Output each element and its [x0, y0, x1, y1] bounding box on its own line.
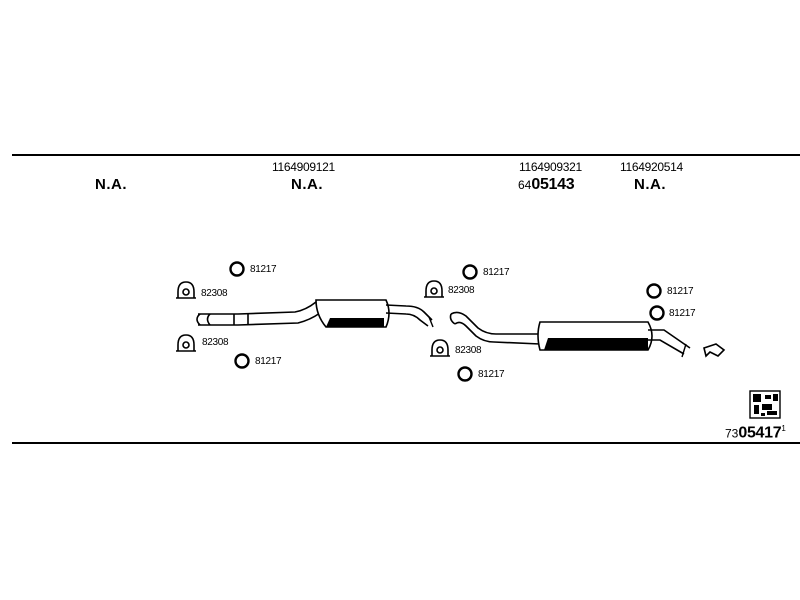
- ring-label: 81217: [483, 267, 510, 278]
- ring-label: 81217: [667, 286, 694, 297]
- catalog-code: 73054171: [725, 424, 786, 442]
- catalog-grid-icon: [749, 390, 781, 419]
- col3-code-main: 05143: [531, 176, 575, 193]
- ring-label: 81217: [255, 356, 282, 367]
- clamp-label: 82308: [201, 288, 228, 299]
- catalog-code-suffix: 1: [781, 424, 786, 433]
- gasket-ring-icon: [229, 261, 665, 382]
- col4-part-number: 1164920514: [620, 160, 683, 174]
- catalog-code-prefix: 73: [725, 426, 739, 441]
- col3-part-number: 1164909321: [519, 160, 582, 174]
- col2-status: N.A.: [291, 176, 323, 193]
- ring-label: 81217: [250, 264, 277, 275]
- front-pipe-assembly: [196, 301, 321, 326]
- col4-status: N.A.: [634, 176, 666, 193]
- top-rule: [12, 154, 800, 156]
- rear-pipe-assembly: [449, 311, 541, 345]
- rear-muffler: [537, 321, 691, 358]
- bottom-rule: [12, 442, 800, 444]
- clamp-label: 82308: [455, 345, 482, 356]
- clamp-label: 82308: [448, 285, 475, 296]
- u-bolt-clamp-icon: [176, 280, 450, 357]
- col3-code: 6405143: [518, 176, 575, 194]
- col1-status: N.A.: [95, 176, 127, 193]
- ring-label: 81217: [478, 369, 505, 380]
- catalog-code-main: 05417: [738, 424, 782, 442]
- clamp-label: 82308: [202, 337, 229, 348]
- col2-part-number: 1164909121: [272, 160, 335, 174]
- ring-label: 81217: [669, 308, 696, 319]
- end-bracket: [703, 343, 726, 358]
- col3-code-prefix: 64: [518, 178, 532, 192]
- center-muffler: [315, 299, 434, 328]
